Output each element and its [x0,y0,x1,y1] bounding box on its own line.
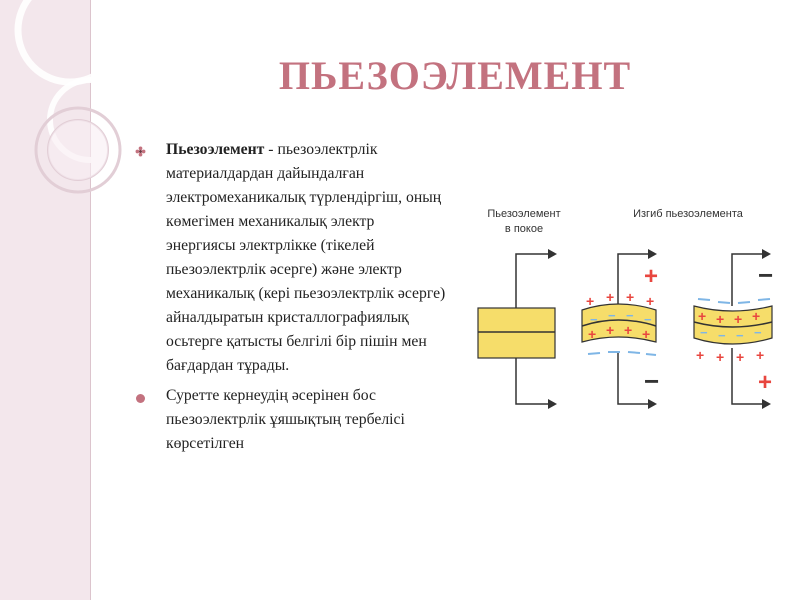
caption-text: Суретте кернеудің әсерінен бос пьезоэлек… [166,387,405,452]
left-decorative-band [0,0,90,600]
plus-sign: + [626,289,634,305]
plus-sign: + [756,347,764,363]
plus-sign: + [624,322,632,338]
plus-sign: + [752,308,760,324]
dot-bullet-icon [136,394,145,403]
polarity-minus: − [758,260,773,290]
plus-sign: + [646,293,654,309]
definition-text: - пьезоэлектрлік материалдардан дайындал… [166,141,446,374]
minus-sign: − [590,312,598,327]
label-bend: Изгиб пьезоэлемента [633,208,744,220]
minus-sign: − [718,328,726,343]
plus-sign: + [734,311,742,327]
element-at-rest [477,249,557,409]
plus-sign: + [642,326,650,342]
minus-sign: − [754,325,762,340]
polarity-minus: − [644,366,659,396]
plus-sign: + [716,311,724,327]
plus-sign: + [716,349,724,365]
minus-sign: − [644,312,652,327]
band-divider [90,0,91,600]
plus-sign: + [606,289,614,305]
minus-sign: − [608,308,616,323]
plus-sign: + [696,347,704,363]
minus-sign: − [700,325,708,340]
minus-sign: − [626,308,634,323]
element-bend-down: + + + + − − − − + + + + + − [581,249,659,409]
bullet-item-caption: Суретте кернеудің әсерінен бос пьезоэлек… [136,384,446,456]
plus-sign: + [588,326,596,342]
element-bend-up: + + + + − − − − + + + + − + [693,249,773,409]
label-rest-line1: Пьезоэлемент [487,208,560,220]
piezo-diagram: Пьезоэлемент в покое Изгиб пьезоэлемента… [477,208,773,409]
plus-sign: + [586,293,594,309]
label-rest-line2: в покое [505,223,543,235]
minus-sign: − [736,328,744,343]
slide-title: ПЬЕЗОЭЛЕМЕНТ [278,53,632,98]
bullet-item-definition: Пьезоэлемент - пьезоэлектрлік материалда… [135,138,446,378]
bullet-list: Пьезоэлемент - пьезоэлектрлік материалда… [135,138,446,456]
flower-bullet-icon [135,146,146,157]
decorative-circles [14,0,133,194]
polarity-plus: + [758,369,772,396]
polarity-plus: + [644,263,658,290]
plus-sign: + [736,349,744,365]
term-bold: Пьезоэлемент [166,141,265,158]
plus-sign: + [698,308,706,324]
plus-sign: + [606,322,614,338]
